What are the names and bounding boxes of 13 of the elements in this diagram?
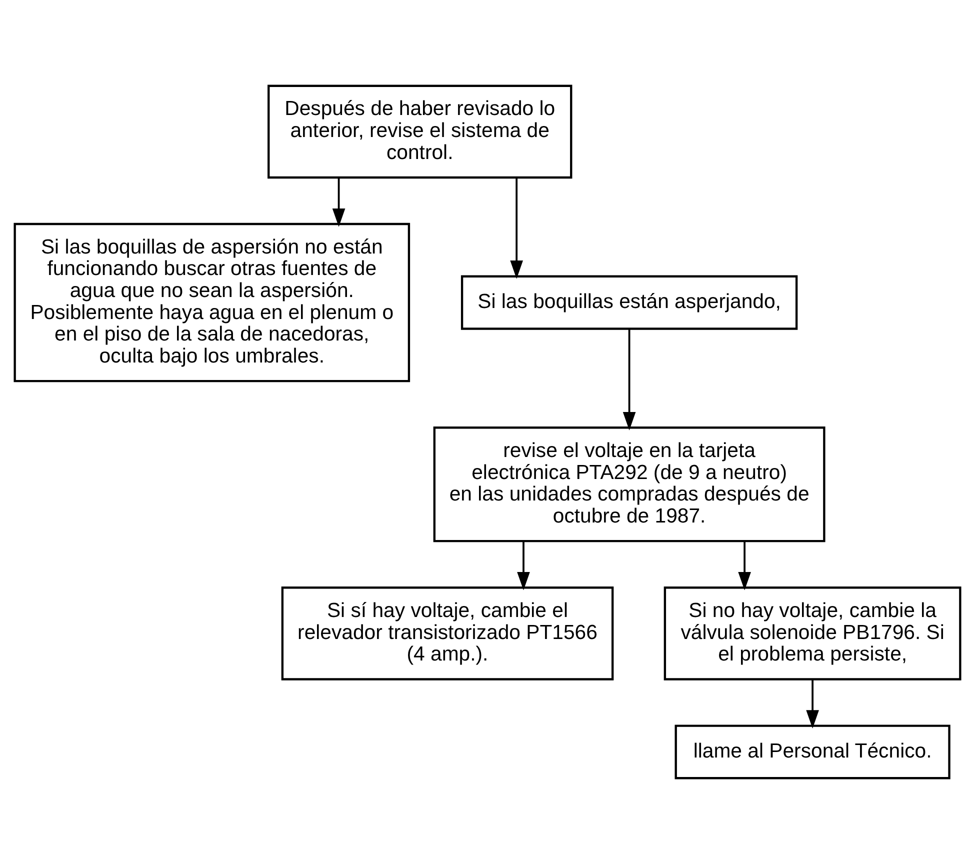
arrow [510,177,523,278]
arrow [622,328,636,430]
node-box: revise el voltaje en la tarjeta electrónica PTA292 (de 9 a neutro) en las unidades compradas después de octubre de 1987. [432,426,825,542]
node-box: Si sí hay voltaje, cambie el relevador transistorizado PT1566 (4 amp.). [280,586,614,680]
node-box: Si las boquillas están asperjando, [460,274,798,330]
arrow [332,177,345,226]
node-box: Si no hay voltaje, cambie la válvula solenoide PB1796. Si el problema persiste, [663,586,961,680]
node-box: llame al Personal Técnico. [674,724,950,779]
arrow [738,540,750,590]
arrow [806,679,818,728]
node-box: Si las boquillas de aspersión no están funcionando buscar otras fuentes de agua que no sean la aspersión. Posiblemente haya agua en el plenum o en el piso de la sala de nacedoras, oculta bajo los umbrales. [13,222,410,382]
node-box: Después de haber revisado lo anterior, revise el sistema de control. [267,84,572,178]
arrow [516,540,530,590]
